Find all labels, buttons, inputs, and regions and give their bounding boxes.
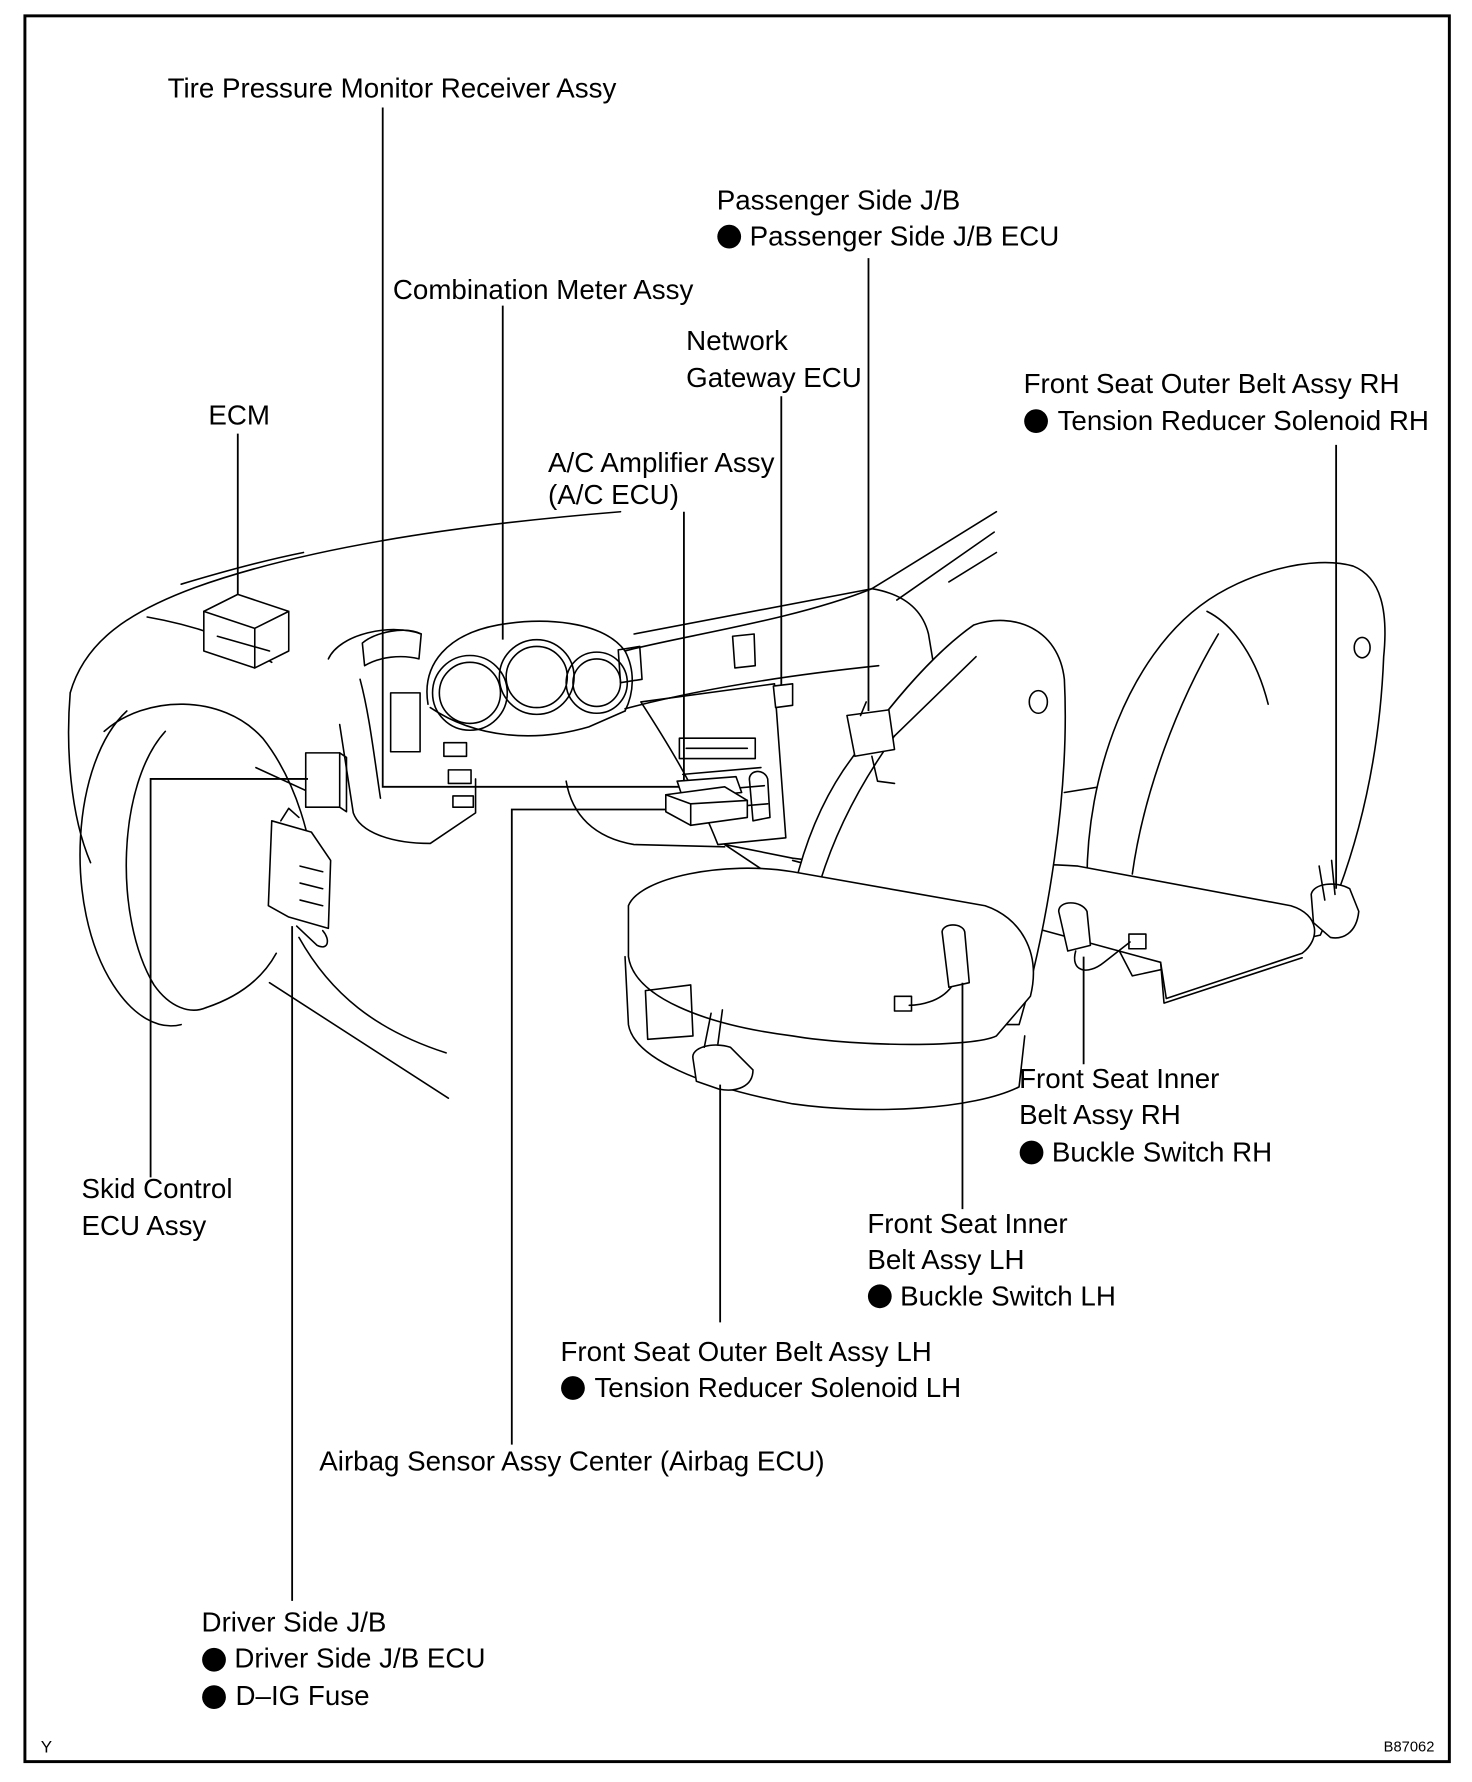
label-front-seat-inner-belt-lh-line-1: Front Seat Inner bbox=[867, 1208, 1067, 1239]
label-driver-jb-item-1: Driver Side J/B ECU bbox=[234, 1643, 485, 1674]
leader-line-airbag-sensor bbox=[510, 808, 666, 1445]
retractor-lh bbox=[692, 1044, 754, 1091]
label-driver-jb-title: Driver Side J/B bbox=[202, 1606, 387, 1637]
label-ac-amplifier-line-1: A/C Amplifier Assy bbox=[548, 447, 775, 478]
label-combination-meter: Combination Meter Assy bbox=[393, 274, 694, 305]
airbag-sensor-box bbox=[665, 786, 749, 827]
shift-lever bbox=[748, 770, 771, 822]
bullet-icon bbox=[717, 224, 742, 249]
leader-lines bbox=[149, 107, 1338, 1601]
label-front-seat-inner-belt-lh-item: Buckle Switch LH bbox=[900, 1280, 1116, 1311]
buckle-lh bbox=[941, 924, 971, 989]
diagram-frame bbox=[23, 14, 1451, 1764]
leader-line-tire-pressure-receiver bbox=[381, 107, 680, 788]
label-front-seat-inner-belt-rh-line-1: Front Seat Inner bbox=[1019, 1063, 1219, 1094]
label-front-seat-inner-belt-lh-line-2: Belt Assy LH bbox=[867, 1244, 1024, 1275]
center-stack bbox=[640, 683, 898, 896]
label-airbag-sensor: Airbag Sensor Assy Center (Airbag ECU) bbox=[319, 1446, 824, 1477]
label-passenger-jb-title: Passenger Side J/B bbox=[717, 184, 960, 215]
buckle-rh bbox=[1057, 902, 1092, 952]
label-network-gateway-line-1: Network bbox=[686, 325, 788, 356]
driver-side-jb-box bbox=[267, 807, 332, 948]
gauge-left bbox=[431, 654, 509, 732]
label-front-seat-outer-belt-rh-title: Front Seat Outer Belt Assy RH bbox=[1024, 368, 1400, 399]
components bbox=[203, 593, 896, 948]
bullet-icon bbox=[867, 1284, 892, 1309]
buckle-lh-connector bbox=[893, 995, 913, 1012]
view-code: Y bbox=[41, 1738, 52, 1757]
bullet-icon bbox=[1019, 1140, 1044, 1165]
instrument-cluster bbox=[426, 620, 634, 737]
label-ac-amplifier-line-2: (A/C ECU) bbox=[548, 479, 679, 510]
label-network-gateway-line-2: Gateway ECU bbox=[686, 362, 862, 393]
car-illustration bbox=[67, 510, 1386, 1111]
passenger-side-jb-box bbox=[846, 701, 896, 785]
tire-outline bbox=[79, 710, 182, 1027]
labels: Tire Pressure Monitor Receiver Assy Pass… bbox=[82, 72, 1429, 1711]
label-driver-jb-item-2: D–IG Fuse bbox=[236, 1680, 370, 1711]
leader-line-skid-control bbox=[149, 778, 308, 1178]
label-ecm: ECM bbox=[208, 400, 270, 431]
label-passenger-jb-item: Passenger Side J/B ECU bbox=[750, 221, 1060, 252]
bullet-icon bbox=[1024, 409, 1048, 434]
figure-id: B87062 bbox=[1384, 1739, 1435, 1755]
wheel-rim-outline bbox=[125, 730, 207, 1011]
driver-seat bbox=[624, 619, 1067, 1111]
network-gateway-box bbox=[772, 683, 794, 709]
bullet-icon bbox=[202, 1647, 226, 1672]
retractor-rh bbox=[1310, 883, 1360, 939]
gauge-center bbox=[498, 638, 575, 716]
ecm-box bbox=[203, 593, 290, 669]
label-skid-control-line-1: Skid Control bbox=[82, 1173, 233, 1204]
skid-control-ecu-box bbox=[304, 752, 348, 813]
label-front-seat-inner-belt-rh-item: Buckle Switch RH bbox=[1052, 1137, 1272, 1168]
label-front-seat-outer-belt-lh-title: Front Seat Outer Belt Assy LH bbox=[560, 1336, 931, 1367]
bullet-icon bbox=[561, 1376, 585, 1400]
label-front-seat-inner-belt-rh-line-2: Belt Assy RH bbox=[1019, 1099, 1181, 1130]
label-front-seat-outer-belt-lh-item: Tension Reducer Solenoid LH bbox=[594, 1372, 961, 1403]
label-skid-control-line-2: ECU Assy bbox=[82, 1210, 207, 1241]
label-front-seat-outer-belt-rh-item: Tension Reducer Solenoid RH bbox=[1058, 405, 1429, 436]
gauge-right bbox=[565, 651, 629, 715]
label-tire-pressure-receiver: Tire Pressure Monitor Receiver Assy bbox=[168, 72, 617, 103]
buckle-rh-connector bbox=[1128, 933, 1147, 950]
bullet-icon bbox=[202, 1685, 226, 1709]
